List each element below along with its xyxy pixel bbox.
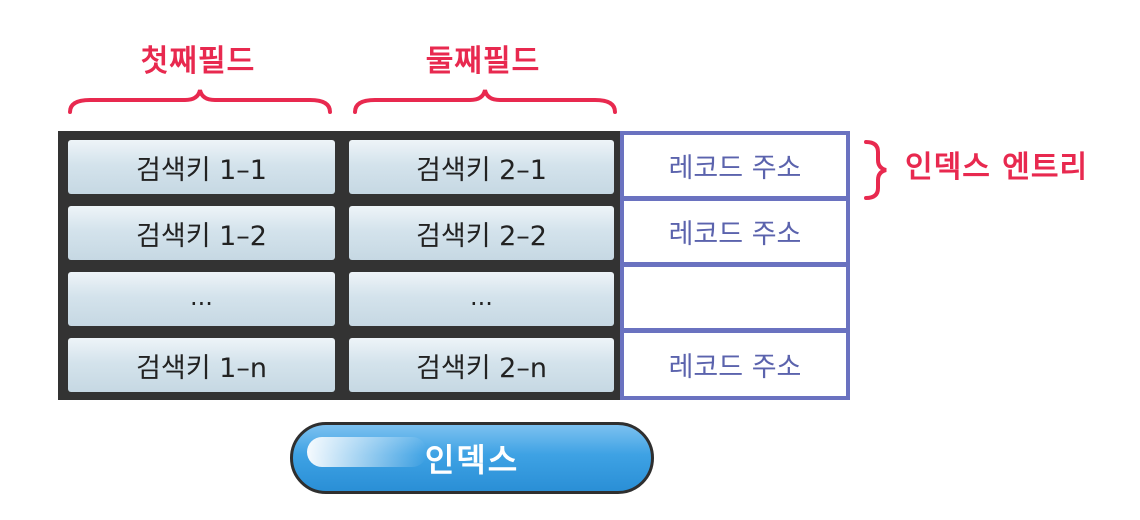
key1-row4: 검색키 1–n: [68, 338, 335, 392]
second-field-label: 둘째필드: [425, 44, 541, 79]
address-row3: [624, 267, 846, 328]
address-row2: 레코드 주소: [624, 201, 846, 262]
address-row4: 레코드 주소: [624, 333, 846, 396]
record-address-column: 레코드 주소 레코드 주소 레코드 주소: [620, 131, 850, 400]
key2-row1: 검색키 2–1: [349, 140, 614, 194]
key1-row3: ...: [68, 272, 335, 326]
pill-gloss: [307, 437, 427, 467]
index-pill-label: 인덱스: [424, 441, 520, 479]
second-field-brace: [353, 89, 617, 114]
key1-row2: 검색키 1–2: [68, 206, 335, 260]
first-field-brace: [68, 89, 332, 114]
key2-row2: 검색키 2–2: [349, 206, 614, 260]
address-row1: 레코드 주소: [624, 135, 846, 196]
key2-row4: 검색키 2–n: [349, 338, 614, 392]
search-key-table: 검색키 1–1 검색키 2–1 검색키 1–2 검색키 2–2 ... ... …: [58, 131, 620, 400]
index-entry-label: 인덱스 엔트리: [905, 150, 1089, 185]
key1-row1: 검색키 1–1: [68, 140, 335, 194]
key2-row3: ...: [349, 272, 614, 326]
index-entry-brace: [864, 140, 887, 200]
index-pill: 인덱스: [290, 422, 654, 494]
first-field-label: 첫째필드: [140, 44, 256, 79]
